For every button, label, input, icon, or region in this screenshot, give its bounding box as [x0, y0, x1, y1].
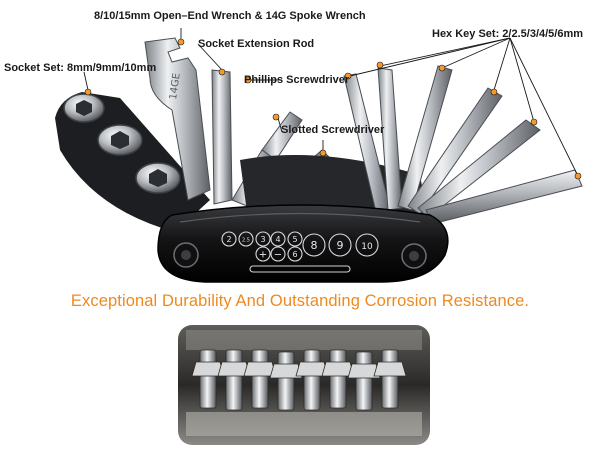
badge-label-8: 8	[311, 239, 318, 252]
badge-label-plus: +	[259, 250, 267, 261]
badge-label-minus: −	[274, 250, 282, 261]
badge-label-9: 9	[337, 239, 344, 252]
badge-minus	[270, 246, 286, 262]
hex-key-set	[343, 65, 583, 225]
callout-slotted-label: Slotted Screwdriver	[281, 124, 385, 136]
bit-detail-photo	[178, 325, 430, 445]
badge-label-2-5: 2.5	[242, 238, 250, 244]
badge-label-2: 2	[226, 235, 231, 244]
callout-hex-keys-label: Hex Key Set: 2/2.5/3/4/5/6mm	[432, 28, 584, 40]
badge-9	[328, 233, 352, 257]
tool-body: 2 2.5 3 4 5 6 + − 8 9 10	[157, 204, 449, 283]
badge-4	[270, 231, 286, 247]
open-end-wrench: 14GE	[144, 37, 211, 201]
badge-3	[255, 231, 271, 247]
socket-holder-plate	[55, 92, 210, 232]
socket-extension-rod	[211, 69, 233, 205]
callout-phillips-label: Phillips Screwdriver	[244, 74, 350, 86]
badge-2-5	[238, 231, 254, 247]
badge-10	[355, 233, 379, 257]
tagline: Exceptional Durability And Outstanding C…	[70, 292, 530, 310]
badge-label-10: 10	[361, 242, 373, 252]
callout-socket-set-label: Socket Set: 8mm/9mm/10mm	[4, 62, 157, 74]
socket-set	[63, 93, 181, 194]
badge-5	[287, 231, 303, 247]
badge-8	[302, 233, 326, 257]
badge-plus	[255, 246, 271, 262]
badge-6	[287, 246, 303, 262]
badge-label-3: 3	[260, 235, 265, 244]
callout-dots	[84, 38, 582, 180]
engraved-slot	[249, 265, 351, 273]
wrench-engraving: 14GE	[168, 72, 183, 100]
badge-label-5: 5	[292, 235, 297, 244]
callout-leaders	[83, 28, 579, 177]
badge-2	[221, 231, 237, 247]
callout-wrench-label: 8/10/15mm Open–End Wrench & 14G Spoke Wr…	[94, 10, 366, 22]
badge-label-4: 4	[275, 235, 280, 244]
badge-label-6: 6	[292, 250, 297, 259]
callout-socket-rod-label: Socket Extension Rod	[198, 38, 315, 50]
